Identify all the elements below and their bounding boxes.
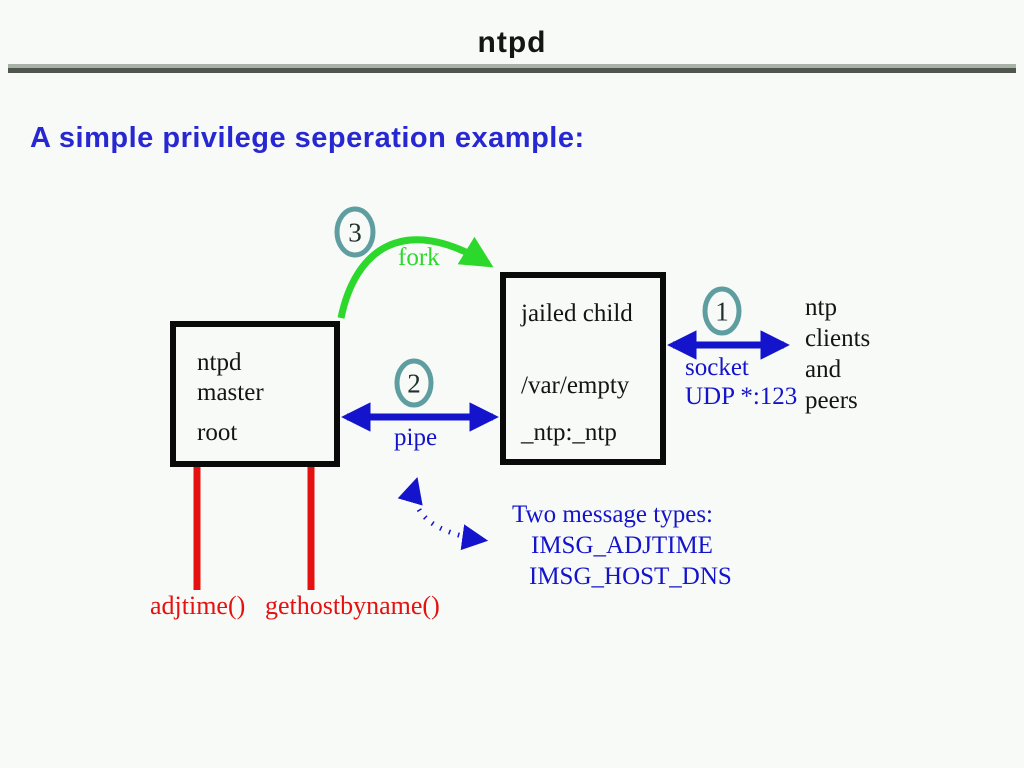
badge-ring-3 [334, 206, 376, 258]
jailed-child-box [500, 272, 666, 465]
fork-label: fork [398, 244, 440, 271]
fork-arrow [337, 236, 494, 319]
message-type-host-dns: IMSG_HOST_DNS [529, 563, 732, 590]
child-box-line-2: /var/empty [521, 372, 630, 399]
clients-line-1: ntp [805, 294, 837, 321]
socket-label: socket [685, 354, 749, 381]
adjtime-label: adjtime() [150, 591, 246, 620]
gethostbyname-label: gethostbyname() [265, 591, 440, 620]
badge-ring-1 [702, 286, 742, 336]
ntpd-master-box [170, 321, 340, 467]
title-rule-dark [8, 68, 1016, 73]
badge-number-fork: 3 [348, 217, 362, 248]
master-box-line-1: ntpd [197, 349, 242, 376]
pipe-label: pipe [394, 424, 438, 451]
message-types-title: Two message types: [512, 501, 713, 528]
slide-subtitle: A simple privilege seperation example: [30, 122, 585, 154]
title-rule-light [8, 64, 1016, 68]
badge-number-socket: 1 [715, 296, 729, 327]
message-types-dotted-arrow [397, 477, 489, 551]
page-title: ntpd [477, 26, 547, 59]
child-box-line-1: jailed child [521, 300, 633, 327]
master-box-line-2: master [197, 379, 264, 406]
clients-line-2: clients [805, 325, 871, 352]
badge-number-pipe: 2 [407, 368, 421, 399]
message-type-adjtime: IMSG_ADJTIME [531, 532, 713, 559]
clients-line-3: and [805, 356, 842, 383]
master-box-line-3: root [197, 419, 238, 446]
badge-ring-2 [394, 358, 434, 408]
clients-line-4: peers [805, 387, 858, 414]
child-box-line-3: _ntp:_ntp [521, 419, 617, 446]
udp-port-label: UDP *:123 [685, 383, 798, 410]
